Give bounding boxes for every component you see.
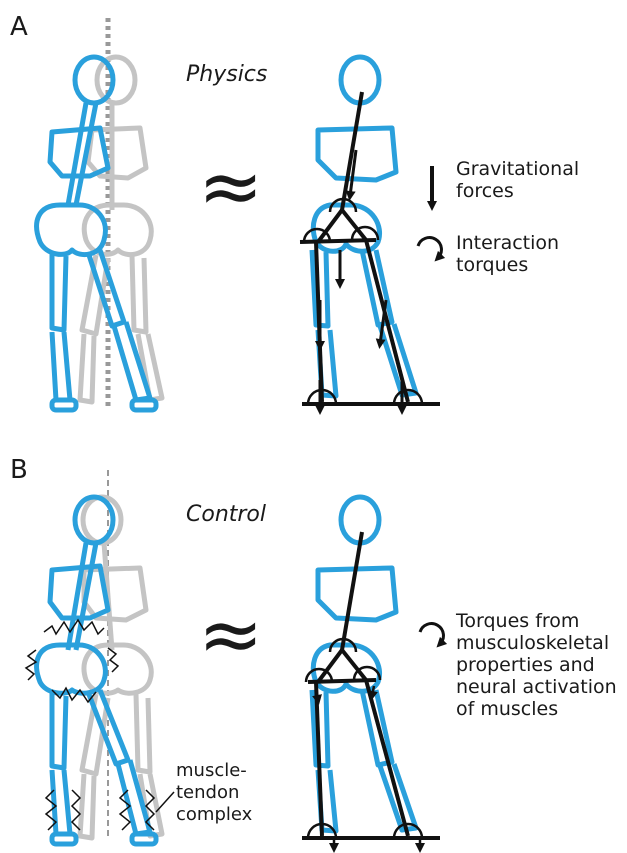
gray-skeleton-b xyxy=(80,497,162,838)
blue-skeleton-a xyxy=(37,57,156,410)
blue-skeleton-b-right xyxy=(312,497,416,831)
muscle-leader-line xyxy=(156,792,174,812)
torque-arc-icons-b xyxy=(306,639,422,838)
curved-arrow-icon xyxy=(418,238,441,258)
blue-skeleton-b xyxy=(37,497,156,844)
force-stick-figure-b xyxy=(302,532,440,838)
curved-arrow-icon xyxy=(420,624,443,644)
